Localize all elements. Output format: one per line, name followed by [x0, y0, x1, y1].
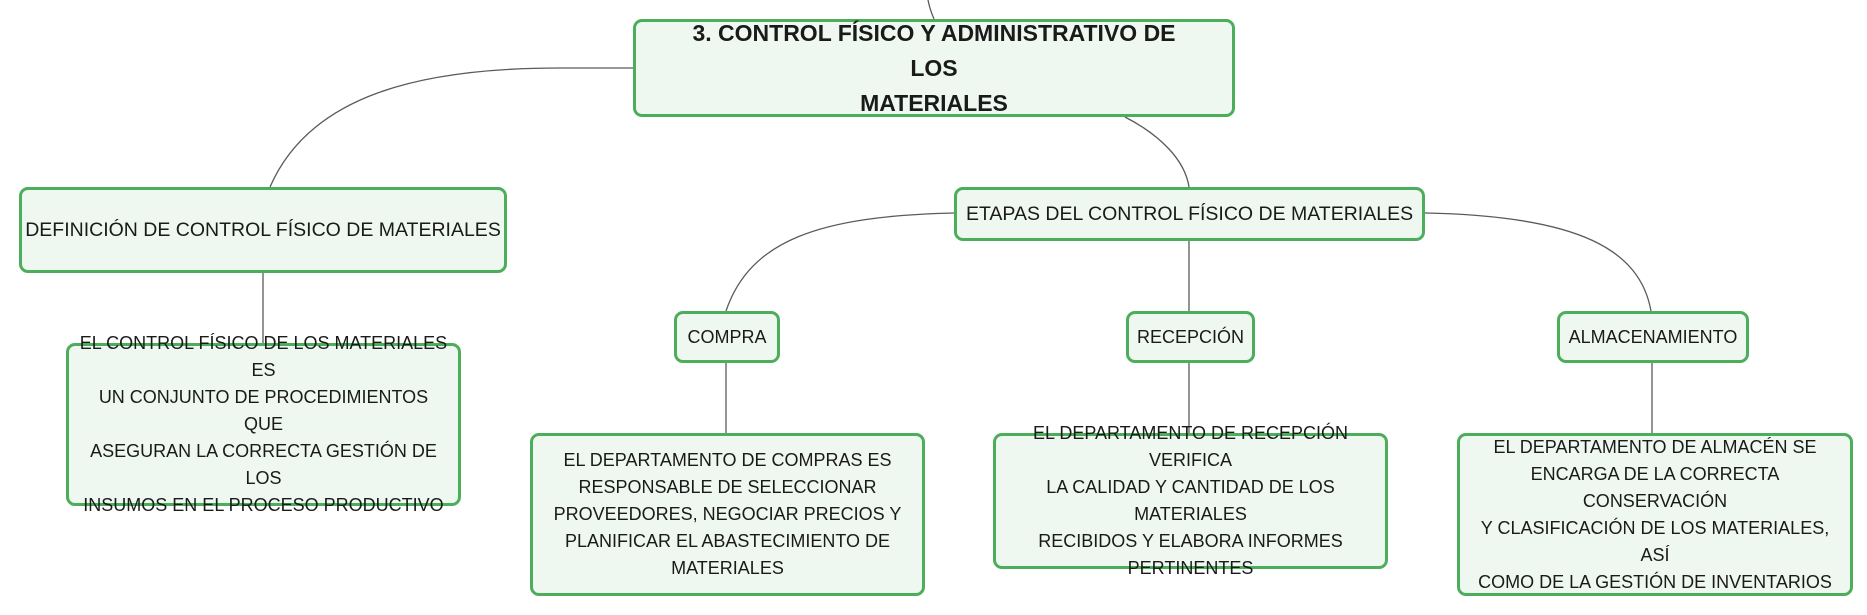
stage-compra-node[interactable]: COMPRA — [674, 311, 780, 363]
connector-root-to-etapas — [1124, 116, 1190, 188]
almacenamiento-description-node[interactable]: EL DEPARTAMENTO DE ALMACÉN SE ENCARGA DE… — [1457, 433, 1853, 596]
connector-etapas-to-compra — [725, 212, 955, 312]
definicion-description-line: ASEGURAN LA CORRECTA GESTIÓN DE LOS — [90, 441, 437, 488]
recepcion-description-line: EL DEPARTAMENTO DE RECEPCIÓN VERIFICA — [1032, 423, 1349, 470]
stage-recepcion-label: RECEPCIÓN — [1137, 327, 1245, 347]
compra-description-line: MATERIALES — [671, 558, 784, 578]
compra-description-line: PLANIFICAR EL ABASTECIMIENTO DE — [564, 531, 891, 551]
stage-recepcion-node[interactable]: RECEPCIÓN — [1126, 311, 1255, 363]
stage-almacenamiento-label: ALMACENAMIENTO — [1568, 327, 1738, 347]
compra-description-line: RESPONSABLE DE SELECCIONAR — [578, 477, 877, 497]
stage-almacenamiento-node[interactable]: ALMACENAMIENTO — [1557, 311, 1749, 363]
definicion-description-line: INSUMOS EN EL PROCESO PRODUCTIVO — [83, 495, 444, 515]
almacenamiento-description-line: COMO DE LA GESTIÓN DE INVENTARIOS — [1478, 571, 1832, 592]
definicion-node[interactable]: DEFINICIÓN DE CONTROL FÍSICO DE MATERIAL… — [19, 187, 507, 273]
definicion-description-node[interactable]: EL CONTROL FÍSICO DE LOS MATERIALES ES U… — [66, 333, 461, 515]
root-topic-line-1: 3. CONTROL FÍSICO Y ADMINISTRATIVO DE LO… — [692, 19, 1176, 81]
recepcion-description-node[interactable]: EL DEPARTAMENTO DE RECEPCIÓN VERIFICA LA… — [993, 423, 1388, 578]
stage-compra-label: COMPRA — [687, 327, 767, 347]
definicion-description-line: UN CONJUNTO DE PROCEDIMIENTOS QUE — [98, 387, 429, 434]
connector-etapas-to-almacenamiento — [1424, 212, 1652, 312]
etapas-node[interactable]: ETAPAS DEL CONTROL FÍSICO DE MATERIALES — [954, 187, 1425, 241]
almacenamiento-description-line: ENCARGA DE LA CORRECTA CONSERVACIÓN — [1530, 463, 1780, 511]
connector-root-to-definicion — [269, 67, 633, 188]
definicion-title: DEFINICIÓN DE CONTROL FÍSICO DE MATERIAL… — [25, 219, 501, 241]
etapas-title: ETAPAS DEL CONTROL FÍSICO DE MATERIALES — [965, 203, 1414, 225]
compra-description-node[interactable]: EL DEPARTAMENTO DE COMPRAS ES RESPONSABL… — [530, 433, 925, 596]
connector-from-parent — [927, 0, 935, 20]
almacenamiento-description-line: Y CLASIFICACIÓN DE LOS MATERIALES, ASÍ — [1480, 517, 1830, 565]
definicion-description-line: EL CONTROL FÍSICO DE LOS MATERIALES ES — [79, 333, 448, 380]
recepcion-description-line: RECIBIDOS Y ELABORA INFORMES — [1038, 531, 1343, 551]
compra-description-line: EL DEPARTAMENTO DE COMPRAS ES — [563, 450, 892, 470]
root-topic-node[interactable]: 3. CONTROL FÍSICO Y ADMINISTRATIVO DE LO… — [633, 19, 1235, 117]
recepcion-description-line: PERTINENTES — [1127, 558, 1254, 578]
recepcion-description-line: LA CALIDAD Y CANTIDAD DE LOS MATERIALES — [1046, 477, 1335, 524]
almacenamiento-description-line: EL DEPARTAMENTO DE ALMACÉN SE — [1493, 436, 1817, 457]
root-topic-line-2: MATERIALES — [860, 89, 1008, 116]
compra-description-line: PROVEEDORES, NEGOCIAR PRECIOS Y — [553, 504, 902, 524]
